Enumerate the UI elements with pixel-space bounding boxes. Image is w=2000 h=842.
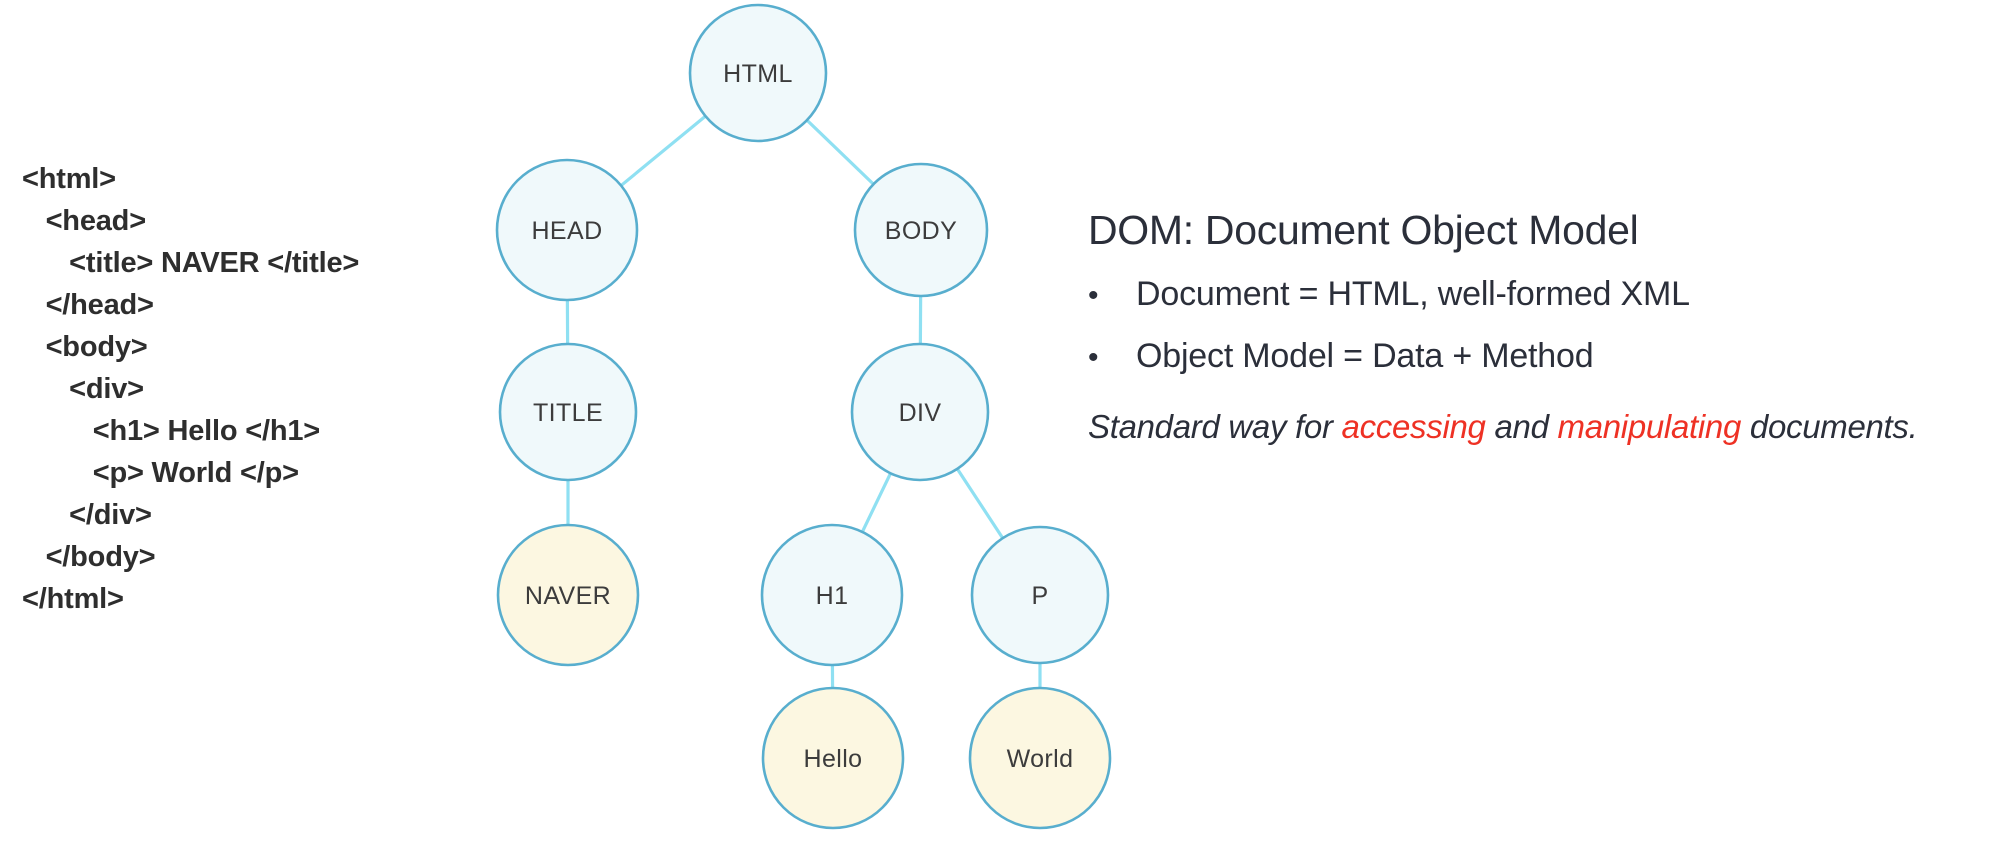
tree-node-html[interactable]: HTML [688, 3, 828, 143]
tree-node-title[interactable]: TITLE [498, 342, 638, 482]
tree-node-label-body: BODY [885, 217, 957, 245]
tree-node-circle-hello [761, 686, 905, 830]
caption-part-2: and [1485, 408, 1558, 445]
tree-edge-group [565, 113, 1042, 691]
caption-highlight-manipulating: manipulating [1557, 408, 1742, 445]
code-line: <html> [22, 163, 116, 195]
code-line: <title> NAVER </title> [22, 247, 360, 279]
bullet-dot-icon: • [1088, 279, 1099, 312]
tree-node-h1[interactable]: H1 [760, 523, 904, 667]
tree-node-div[interactable]: DIV [850, 342, 990, 482]
dom-panel-title: DOM: Document Object Model [1088, 207, 1639, 253]
tree-node-label-h1: H1 [816, 582, 849, 610]
tree-node-body[interactable]: BODY [853, 162, 989, 298]
tree-node-circle-h1 [760, 523, 904, 667]
tree-node-world[interactable]: World [968, 686, 1112, 830]
tree-node-label-world: World [1007, 745, 1074, 773]
tree-edge-html-head [618, 113, 708, 188]
code-line: <body> [22, 331, 148, 363]
html-source-code-block: <html> <head> <title> NAVER </title> </h… [22, 158, 452, 620]
code-line: </head> [22, 289, 154, 321]
code-line: </html> [22, 583, 124, 615]
tree-node-label-html: HTML [723, 60, 793, 88]
tree-node-label-hello: Hello [804, 745, 863, 773]
bullet-dot-icon: • [1088, 341, 1099, 374]
tree-node-label-div: DIV [899, 399, 942, 427]
tree-node-circle-naver [496, 523, 640, 667]
tree-node-circle-html [688, 3, 828, 143]
tree-node-naver[interactable]: NAVER [496, 523, 640, 667]
tree-node-circle-world [968, 686, 1112, 830]
bullet-text: Document = HTML, well-formed XML [1136, 275, 1690, 313]
tree-node-circle-body [853, 162, 989, 298]
standard-way-caption: Standard way for accessing and manipulat… [1088, 406, 1988, 448]
code-line: <div> [22, 373, 144, 405]
tree-edge-div-h1 [860, 470, 893, 535]
bullet-text: Object Model = Data + Method [1136, 337, 1594, 375]
caption-part-1: Standard way for [1088, 408, 1342, 445]
code-line: <head> [22, 205, 147, 237]
tree-node-group: HTML HEAD BODY TITLE DIV NAVER H1 P Hello World [495, 3, 1112, 830]
code-line: </div> [22, 499, 152, 531]
code-line: </body> [22, 541, 156, 573]
caption-highlight-accessing: accessing [1341, 408, 1486, 445]
tree-node-head[interactable]: HEAD [495, 158, 639, 302]
dom-info-panel: DOM: Document Object Model • Document = … [1088, 204, 1988, 448]
caption-part-3: documents. [1741, 408, 1918, 445]
tree-node-circle-head [495, 158, 639, 302]
tree-node-circle-title [498, 342, 638, 482]
tree-node-hello[interactable]: Hello [761, 686, 905, 830]
tree-node-circle-div [850, 342, 990, 482]
tree-edge-div-p [955, 466, 1005, 541]
code-line: <p> World </p> [22, 457, 299, 489]
tree-node-label-p: P [1031, 582, 1048, 610]
tree-edge-html-body [804, 117, 876, 187]
tree-node-label-title: TITLE [533, 399, 603, 427]
bullet-item: • Document = HTML, well-formed XML [1088, 272, 1988, 318]
tree-node-p[interactable]: P [970, 525, 1110, 665]
tree-node-label-head: HEAD [531, 217, 602, 245]
bullet-item: • Object Model = Data + Method [1088, 334, 1988, 380]
tree-node-circle-p [970, 525, 1110, 665]
code-line: <h1> Hello </h1> [22, 415, 321, 447]
tree-node-label-naver: NAVER [525, 582, 611, 610]
